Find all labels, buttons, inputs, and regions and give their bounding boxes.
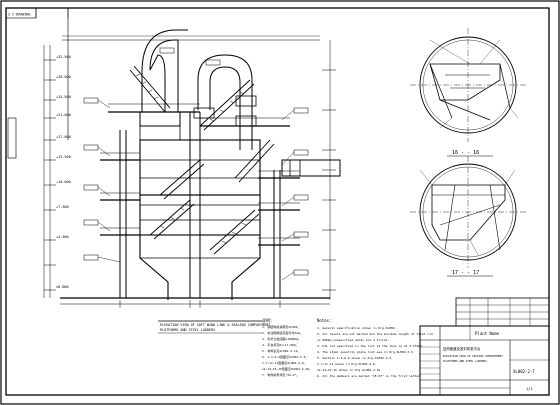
- elevation-mark: +10.000: [56, 180, 71, 184]
- mid-note: 4. 平台标高H=+17.00m。: [262, 342, 299, 347]
- note-line: 12-12~15-15 shown in Drg.XLH02-3-10.: [317, 368, 382, 372]
- main-elevation: [43, 29, 341, 308]
- section-17-view: [410, 156, 526, 268]
- mid-note: 5. 材料表见XLH02-2-11。: [262, 348, 300, 353]
- title-block: [419, 297, 550, 396]
- mid-note: 3. 栏杆立柱间距≤1000mm。: [262, 336, 301, 341]
- sheet-number: 1/1: [526, 387, 533, 391]
- main-title-line1: ELEVATION VIEW OF SOFT WIND LINE & SEALI…: [160, 323, 270, 327]
- note-line: 6. All the members are marked "CE-07" on…: [317, 374, 422, 378]
- mid-note: 1. 钢结构总说明见XLH02。: [262, 324, 300, 329]
- note-line: 2. All levels are not marked and the min…: [317, 332, 433, 336]
- note-line: 4. The steel quantity plate list see in …: [317, 350, 415, 354]
- note-line: 3. KJL rod specified in the list at the …: [317, 344, 424, 348]
- note-line: is 600mm,unspecified welds are 4 fillet.: [317, 338, 389, 342]
- section-17-label: 17 - - 17: [452, 270, 479, 276]
- elevation-mark: +32.560: [56, 55, 71, 59]
- elevation-mark: +24.500: [56, 95, 71, 99]
- drawing-number: XLH02-2-7: [513, 369, 535, 374]
- title-en-1: ELEVATION VIEW OF SEALING COMPARTMENT: [443, 354, 503, 358]
- elevation-mark: +21.000: [56, 113, 71, 117]
- main-title: ELEVATION VIEW OF SOFT WIND LINE & SEALI…: [158, 320, 270, 334]
- mid-notes-header: 说明:: [262, 317, 272, 323]
- mid-note: 7-7~11-11剖面见XLH02-2-6。: [262, 360, 307, 365]
- elevation-mark: +28.000: [56, 75, 71, 79]
- elevation-mark: +4.500: [56, 235, 69, 239]
- mid-note: 2. 未注明焊缝高度均为5mm。: [262, 330, 303, 335]
- notes: Notes: 1. General specification shown in…: [317, 318, 433, 378]
- elevation-mark: +7.500: [56, 205, 69, 209]
- note-line: 7-7~11-11 shown in Drg.XLH02-3-6.: [317, 362, 377, 366]
- section-16-label: 16 - - 16: [452, 150, 479, 156]
- main-title-line2: PLATFORMS AND STEEL LADDERS: [160, 328, 215, 332]
- notes-header: Notes:: [317, 318, 331, 323]
- corner-tag-label: 2-C-DRAWING: [8, 13, 30, 17]
- elevation-mark: +17.000: [56, 135, 71, 139]
- elevation-mark: +13.500: [56, 155, 71, 159]
- title-project: Plant Name: [475, 331, 500, 336]
- mid-notes: 说明: 1. 钢结构总说明见XLH02。 2. 未注明焊缝高度均为5mm。 3.…: [262, 317, 312, 377]
- note-line: 5. Section 1-1~6-6 shown in Drg.XLH02-3-…: [317, 356, 393, 360]
- mid-note: 12-12~15-15剖面见XLH02-2-10。: [262, 366, 312, 371]
- elevation-mark: ±0.000: [56, 285, 69, 289]
- note-line: 1. General specification shown in Drg.XL…: [317, 326, 397, 330]
- mid-note: 6. 1-1~6-6剖面见XLH02-2-3。: [262, 354, 308, 359]
- title-en-2: PLATFORMS AND STEEL LADDERS: [443, 359, 487, 363]
- title-cn: 送风管道及密封风室平台: [443, 346, 481, 351]
- corner-tag: [5, 7, 69, 159]
- section-16-view: [410, 28, 526, 142]
- mid-note: 7. 构件编号详见"XG-0"。: [262, 372, 299, 377]
- elevation-marks: +32.560 +28.000 +24.500 +21.000 +17.000 …: [56, 55, 71, 289]
